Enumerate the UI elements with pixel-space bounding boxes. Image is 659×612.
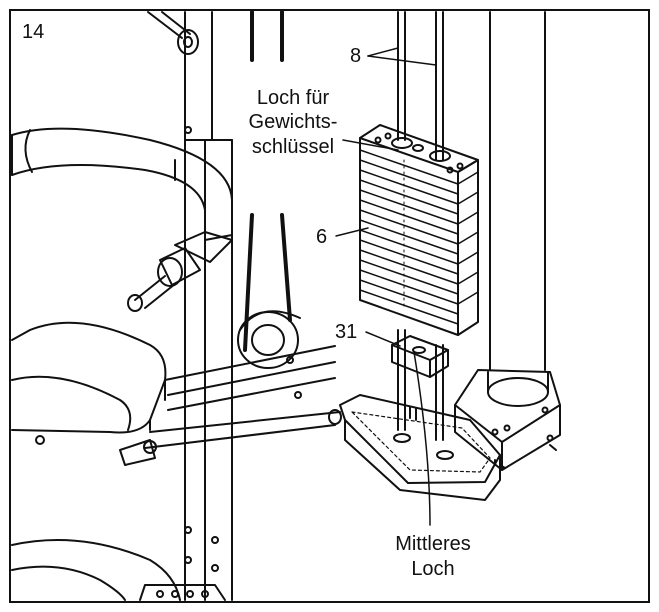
seat-pad xyxy=(11,321,167,445)
selector-bar-part-31 xyxy=(391,335,449,378)
right-column xyxy=(487,11,549,407)
center-hole-line-2: Loch xyxy=(411,558,454,580)
cables xyxy=(243,10,292,352)
column-base xyxy=(454,369,561,471)
weight-key-hole-line-3: schlüssel xyxy=(252,136,334,158)
weight-key-hole-line-1: Loch für xyxy=(257,87,330,109)
weight-key-hole-label: Loch für Gewichts- schlüssel xyxy=(249,87,338,158)
labels: 14 8 6 31 Loch für Gewichts- schlüssel M… xyxy=(22,21,471,580)
leader-lines xyxy=(335,47,437,526)
stack-base-plate xyxy=(339,394,501,501)
left-upright-post xyxy=(174,11,233,601)
center-hole-label: Mittleres Loch xyxy=(395,533,471,580)
weight-key-hole-line-2: Gewichts- xyxy=(249,111,338,133)
upper-handle xyxy=(147,11,199,55)
weight-stack-part-6 xyxy=(359,124,479,336)
guide-rods-part-8 xyxy=(397,11,444,441)
pulley xyxy=(237,310,301,369)
callout-part-31: 31 xyxy=(335,321,357,343)
callout-part-6: 6 xyxy=(316,226,327,248)
center-hole-line-1: Mittleres xyxy=(395,533,471,555)
figure-border xyxy=(9,9,650,603)
callout-part-8: 8 xyxy=(350,45,361,67)
base-bottom xyxy=(11,539,226,601)
press-arm xyxy=(11,127,233,312)
step-number: 14 xyxy=(22,21,44,43)
seat-frame xyxy=(119,345,342,466)
